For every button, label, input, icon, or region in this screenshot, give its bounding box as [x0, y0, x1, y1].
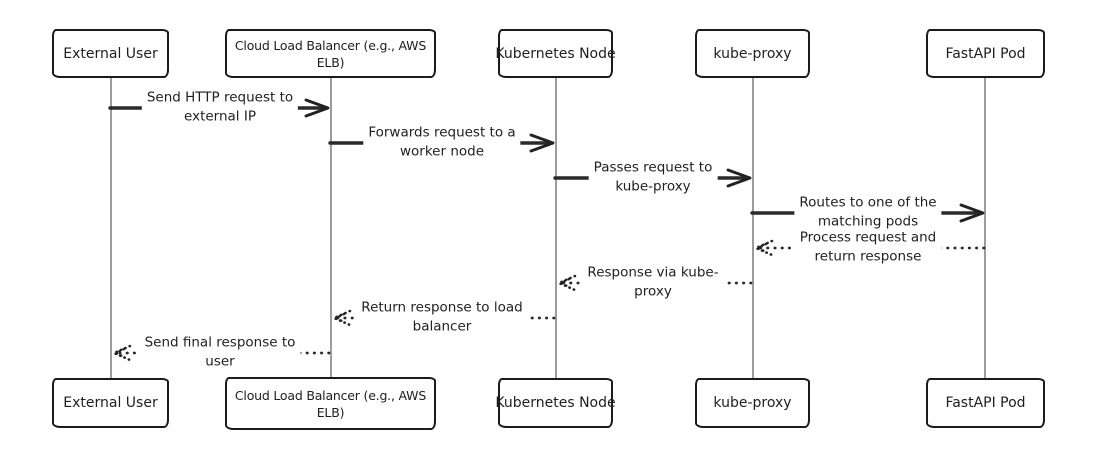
actor-fastapi-pod-bottom: FastAPI Pod — [926, 378, 1045, 428]
actor-fastapi-pod-top: FastAPI Pod — [926, 29, 1045, 78]
lifeline-kubernetes-node — [555, 78, 557, 378]
actor-label: FastAPI Pod — [945, 45, 1026, 62]
actor-cloud-load-balancer-top: Cloud Load Balancer (e.g., AWS ELB) — [225, 29, 436, 78]
actor-label: FastAPI Pod — [945, 395, 1026, 411]
actor-kubernetes-node-bottom: Kubernetes Node — [495, 378, 616, 428]
message-7-label: Return response to load balancer — [356, 298, 528, 336]
lifeline-kube-proxy — [752, 78, 754, 378]
actor-label: Cloud Load Balancer (e.g., AWS ELB) — [234, 37, 427, 70]
actor-external-user-bottom: External User — [52, 378, 169, 428]
actor-label: Kubernetes Node — [495, 395, 616, 411]
message-8-label: Send final response to user — [139, 333, 301, 371]
actor-label: External User — [63, 395, 158, 411]
lifeline-external-user — [110, 78, 112, 378]
message-3-label: Passes request to kube-proxy — [588, 158, 718, 196]
lifeline-cloud-load-balancer — [330, 78, 332, 378]
actor-external-user-top: External User — [52, 29, 169, 78]
actor-cloud-load-balancer-bottom: Cloud Load Balancer (e.g., AWS ELB) — [225, 377, 436, 430]
actor-label: kube-proxy — [713, 45, 792, 62]
actor-kube-proxy-top: kube-proxy — [695, 29, 810, 78]
message-2-label: Forwards request to a worker node — [363, 123, 521, 161]
actor-label: kube-proxy — [713, 395, 792, 411]
actor-kubernetes-node-top: Kubernetes Node — [495, 29, 616, 78]
message-4-label: Routes to one of the matching pods — [794, 193, 942, 231]
actor-label: Kubernetes Node — [495, 45, 616, 62]
actor-label: External User — [63, 45, 158, 62]
lifeline-fastapi-pod — [984, 78, 986, 378]
actor-label: Cloud Load Balancer (e.g., AWS ELB) — [234, 387, 427, 420]
message-5-label: Process request and return response — [794, 228, 942, 266]
message-1-label: Send HTTP request to external IP — [141, 88, 299, 126]
message-6-label: Response via kube- proxy — [582, 263, 724, 301]
actor-kube-proxy-bottom: kube-proxy — [695, 378, 810, 428]
